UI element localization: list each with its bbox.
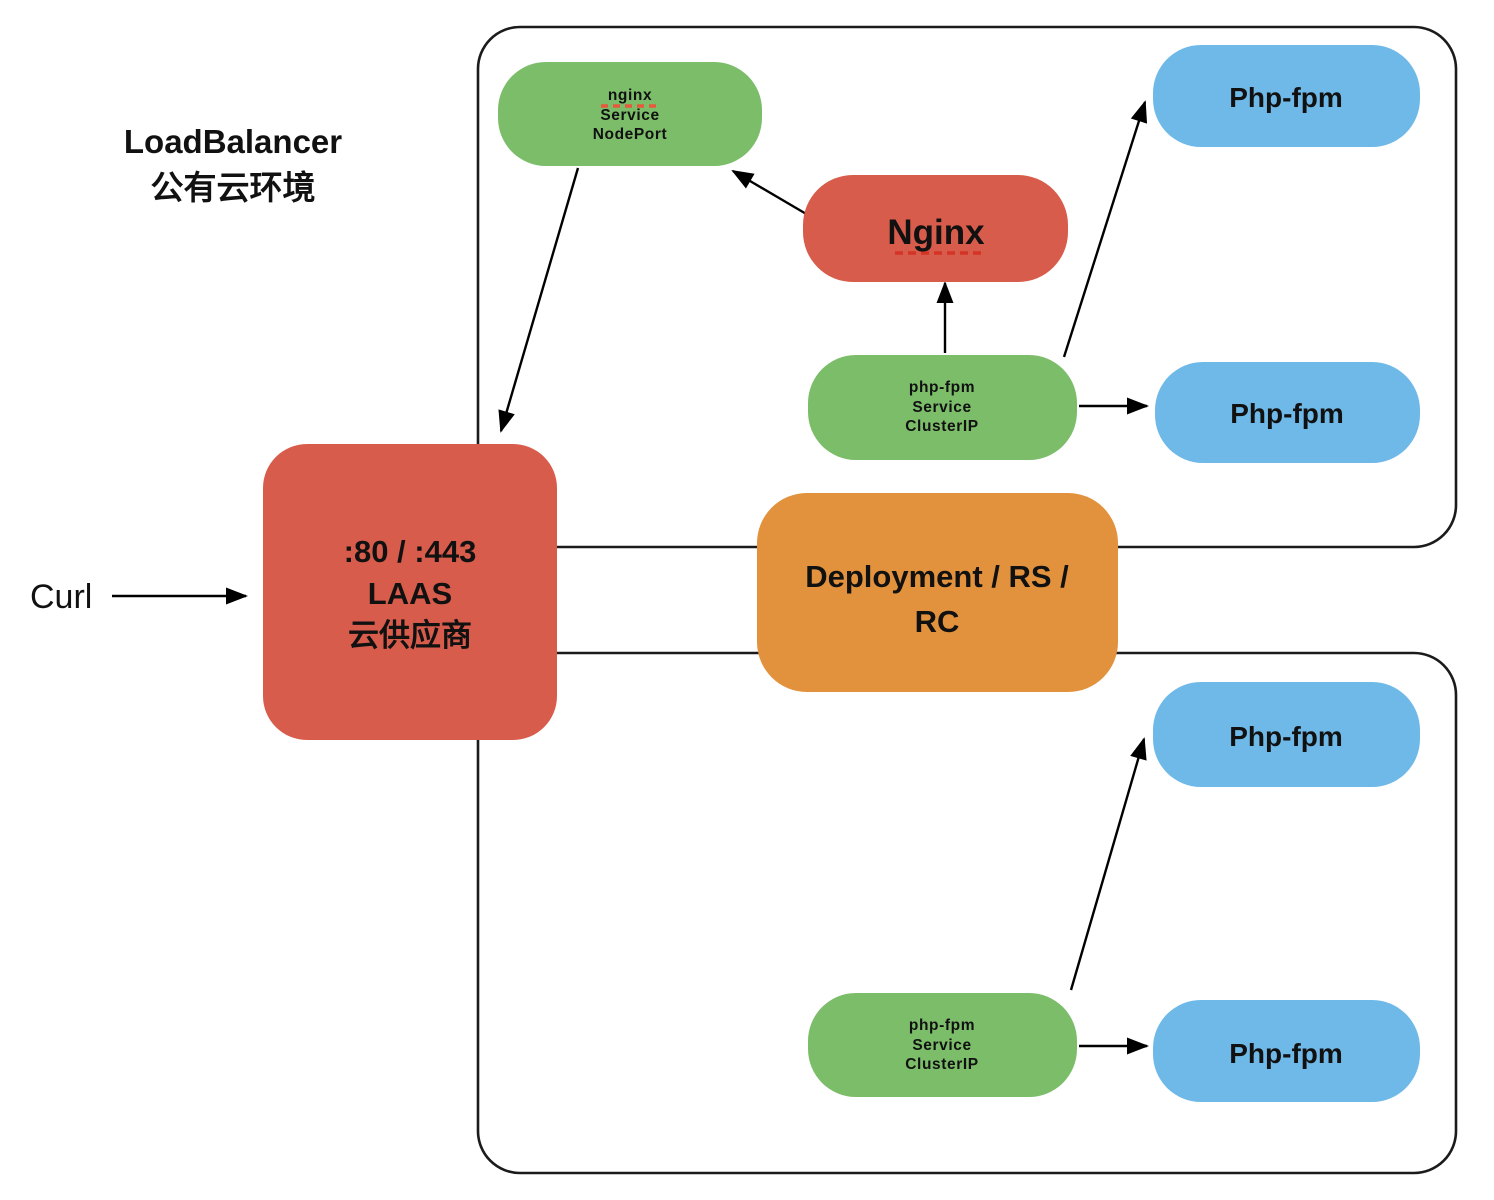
nginx-service-node [498,62,762,166]
phpfpm-pod-bottom-2-node [1153,1000,1420,1102]
laas-line3: 云供应商 [348,618,472,653]
laas-line2: LAAS [368,576,452,611]
loadbalancer-title: LoadBalancer [124,123,342,160]
curl-label: Curl [30,578,92,616]
nginx-service-line3: NodePort [593,126,668,143]
phpfpm-pod-bottom-1-label: Php-fpm [1229,721,1343,752]
phpfpm-service-bottom-line2: Service [912,1037,971,1054]
nginx-service-line2: Service [600,107,659,124]
phpfpm-service-bottom-line3: ClusterIP [905,1056,978,1073]
deployment-line2: RC [915,604,960,639]
nginx-node [803,175,1068,282]
phpfpm-service-bottom-line1: php-fpm [909,1017,975,1034]
phpfpm-service-top-node [808,355,1077,460]
phpfpm-pod-top-1-node [1153,45,1420,147]
phpfpm-service-top-line2: Service [912,399,971,416]
deployment-line1: Deployment / RS / [805,559,1069,594]
edge-phpfpm-service-bottom-to-pod-1 [1069,737,1147,991]
edge-phpfpm-service-to-pod-top-1 [1062,100,1148,358]
nginx-label: Nginx [887,213,985,252]
laas-line1: :80 / :443 [344,534,477,569]
edge-nginx-to-nginx-service [731,169,809,217]
phpfpm-pod-bottom-1-node [1153,682,1420,787]
phpfpm-pod-bottom-2-label: Php-fpm [1229,1038,1343,1069]
loadbalancer-laas-node [263,444,557,740]
phpfpm-service-top-line3: ClusterIP [905,418,978,435]
edge-nginx-service-to-loadbalancer [498,167,580,433]
phpfpm-pod-top-2-label: Php-fpm [1230,398,1344,429]
nginx-service-line1: nginx [608,87,652,104]
deployment-node [757,493,1118,692]
phpfpm-service-bottom-node [808,993,1077,1097]
loadbalancer-subtitle: 公有云环境 [151,169,316,206]
phpfpm-service-top-line1: php-fpm [909,379,975,396]
phpfpm-pod-top-1-label: Php-fpm [1229,82,1343,113]
phpfpm-pod-top-2-node [1155,362,1420,463]
